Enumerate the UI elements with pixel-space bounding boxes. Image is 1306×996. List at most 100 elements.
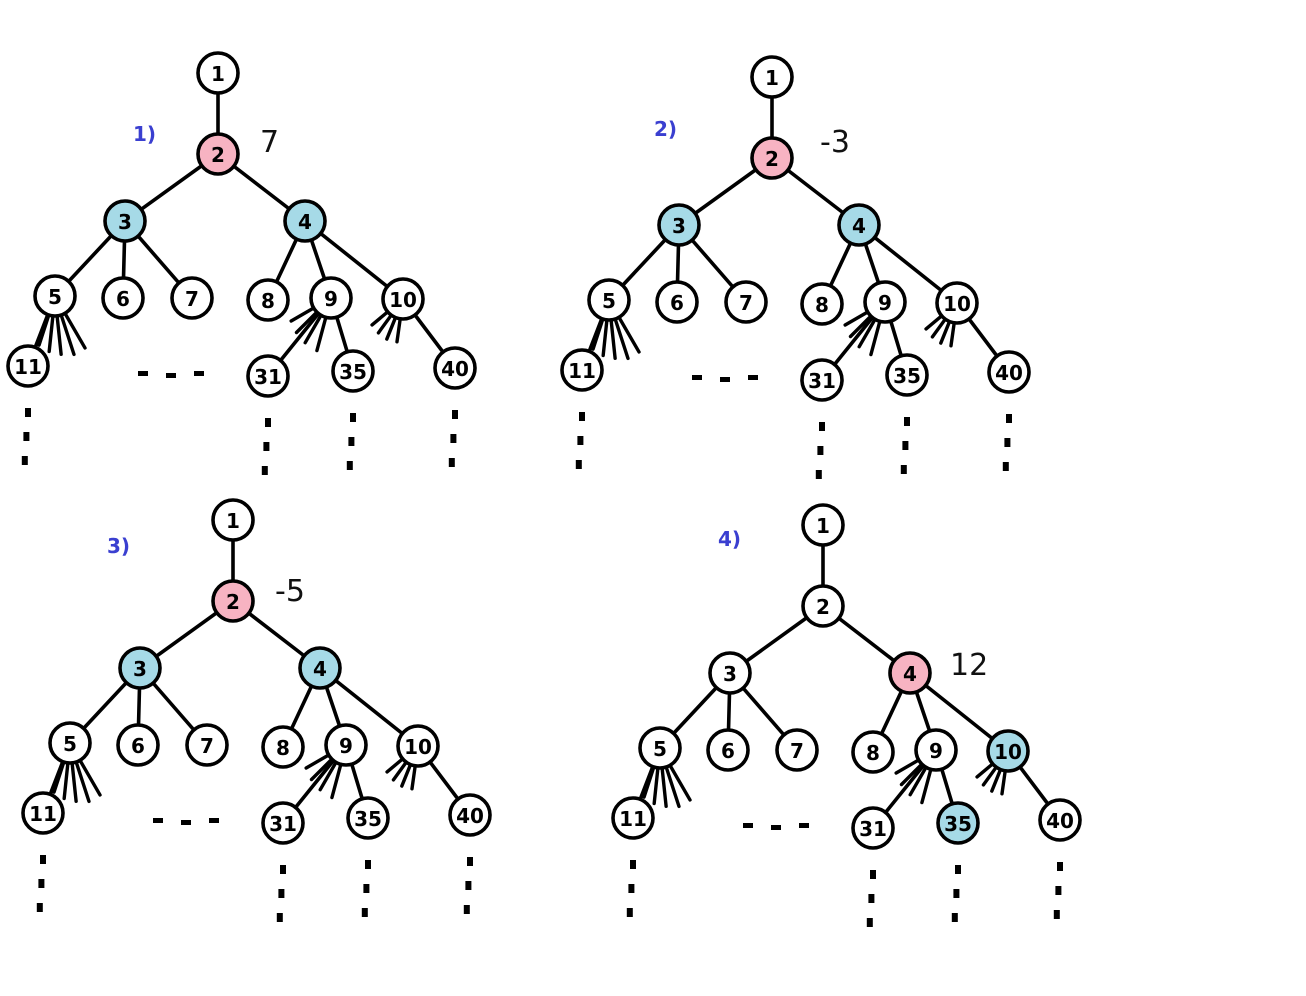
node-circle [936,801,980,845]
node-circle [185,723,229,767]
tree-node-1: 1 [211,498,255,542]
continuation-dot-11 [575,460,582,469]
node-circle [724,280,768,324]
node-label: 35 [893,364,921,388]
node-label: 11 [14,355,42,379]
tree-node-35: 35 [346,796,390,840]
node-circle [863,280,907,324]
panel-label: 1) [133,122,156,146]
node-circle [261,725,305,769]
node-circle [196,51,240,95]
node-label: 5 [653,737,667,761]
node-label: 7 [200,734,214,758]
tree-node-40: 40 [1038,798,1082,842]
node-label: 5 [602,289,616,313]
node-circle [775,728,819,772]
continuation-dot-11 [630,860,636,869]
child-stub-9 [330,760,344,800]
node-label: 31 [859,817,887,841]
node-circle [101,276,145,320]
child-stub-9 [289,305,318,323]
node-circle [298,646,342,690]
ellipsis-dot [166,373,176,378]
node-label: 8 [815,293,829,317]
tree-node-7: 7 [185,723,229,767]
node-circle [801,584,845,628]
node-label: 40 [1046,809,1074,833]
child-stub-5 [37,311,52,347]
child-stub-10 [930,315,949,339]
node-label: 4 [852,214,866,238]
continuation-dot-11 [25,408,31,417]
node-label: 7 [790,739,804,763]
node-circle [196,132,240,176]
continuation-dot-31 [868,894,875,903]
node-label: 6 [131,734,145,758]
tree-node-35: 35 [936,801,980,845]
tree-node-2: 2 [211,579,255,623]
node-circle [560,348,604,392]
node-circle [246,278,290,322]
child-stub-10 [939,317,952,345]
node-label: 35 [354,807,382,831]
tree-node-2: 2 [196,132,240,176]
node-label: 10 [994,740,1022,764]
child-stub-5 [612,315,630,361]
node-circle [655,280,699,324]
tree-node-40: 40 [987,350,1031,394]
tree-node-4: 4 [888,651,932,695]
panel-label: 3) [107,534,130,558]
node-label: 8 [866,741,880,765]
node-label: 3 [118,210,132,234]
tree-node-8: 8 [851,730,895,774]
node-circle [914,728,958,772]
continuation-dot-35 [348,437,355,446]
tree-node-5: 5 [48,721,92,765]
node-label: 40 [995,361,1023,385]
panel-label: 2) [654,117,677,141]
tree-node-4: 4 [837,203,881,247]
continuation-dot-31 [265,418,271,427]
tree-node-7: 7 [724,280,768,324]
tree-node-31: 31 [246,354,290,398]
child-stub-9 [908,763,929,797]
node-circle [116,723,160,767]
node-circle [48,721,92,765]
continuation-dot-35 [953,889,960,898]
child-stub-5 [70,759,78,803]
node-circle [935,281,979,325]
node-circle [888,651,932,695]
node-circle [381,277,425,321]
node-label: 31 [808,369,836,393]
node-label: 7 [185,287,199,311]
ellipsis-dot [748,375,758,380]
continuation-dot-35 [361,908,368,917]
node-label: 4 [903,662,917,686]
tree-node-6: 6 [655,280,699,324]
node-circle [211,579,255,623]
node-label: 11 [619,807,647,831]
continuation-dot-40 [467,857,473,866]
continuation-dot-31 [276,913,283,922]
node-circle [987,350,1031,394]
child-stub-9 [920,765,934,805]
child-stub-9 [894,757,923,775]
child-stub-10 [395,315,403,344]
child-stub-10 [391,758,410,782]
tree-node-11: 11 [21,791,65,835]
tree-node-9: 9 [863,280,907,324]
tree-node-4: 4 [298,646,342,690]
node-circle [211,498,255,542]
node-label: 3 [133,657,147,681]
node-circle [708,651,752,695]
node-value-annotation: -3 [820,125,850,160]
tree-node-40: 40 [433,346,477,390]
tree-node-4: 4 [283,199,327,243]
child-stub-5 [77,756,102,797]
node-label: 40 [441,357,469,381]
node-circle [396,724,440,768]
child-stub-9 [848,313,874,339]
child-stub-9 [318,758,339,792]
tree-node-10: 10 [986,729,1030,773]
